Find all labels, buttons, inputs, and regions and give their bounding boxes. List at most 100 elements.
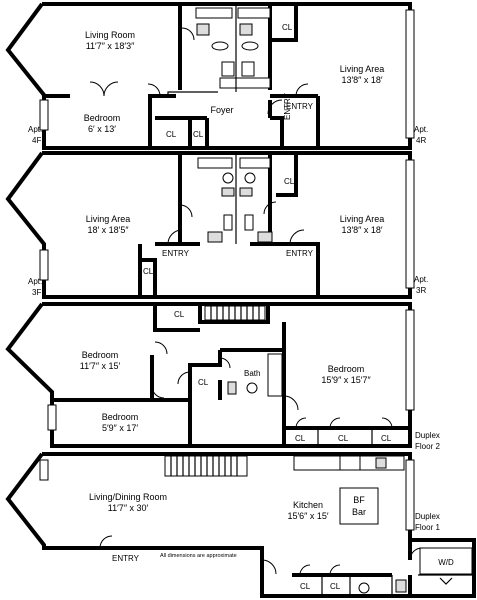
door-swing xyxy=(99,535,113,549)
door-swing xyxy=(151,385,165,399)
room-dims: 18′ x 18′5″ xyxy=(87,225,129,235)
entry-label: ENTRY xyxy=(286,249,314,258)
counter xyxy=(207,231,223,243)
entry-label: ENTRY xyxy=(112,554,140,563)
floor-4: Living Room 11′7″ x 18′3″ Bedroom 6′ x 1… xyxy=(5,2,428,150)
entry-label-vertical: ENTRY xyxy=(283,92,292,120)
window xyxy=(39,99,49,131)
door-swing xyxy=(181,27,195,41)
apt-label: Apt. xyxy=(28,125,42,134)
duplex-floor-2: Bedroom 11′7″ x 15′ Bedroom 5′9″ x 17′ B… xyxy=(5,302,440,451)
floor-d2-wall xyxy=(198,304,270,324)
room-dims: 13′8″ x 18′ xyxy=(341,225,382,235)
closet-label: CL xyxy=(295,434,306,443)
window xyxy=(39,459,49,481)
bar-label: Bar xyxy=(352,507,366,517)
door-swing xyxy=(89,81,119,97)
door-swing xyxy=(263,201,277,215)
door-swing xyxy=(267,99,283,115)
door-swing xyxy=(283,395,299,411)
bathtub xyxy=(195,7,233,19)
entry-label: ENTRY xyxy=(162,249,190,258)
closet-label: CL xyxy=(143,267,154,276)
floor-4-outer-wall xyxy=(5,2,412,150)
bathtub xyxy=(237,7,271,19)
floor-4-wall xyxy=(270,116,284,148)
washer-dryer xyxy=(419,547,473,575)
sink xyxy=(222,172,234,184)
sink xyxy=(246,382,258,394)
wd-label: W/D xyxy=(438,558,454,567)
door-swing xyxy=(295,417,307,429)
closet-label: CL xyxy=(282,23,293,32)
entry-label: ENTRY xyxy=(286,102,314,111)
door-swing xyxy=(329,564,341,576)
room-name: Bedroom xyxy=(328,364,365,374)
duplex-label: Floor 1 xyxy=(415,523,440,532)
room-dims: 6′ x 13′ xyxy=(88,124,116,134)
floor-3-wall xyxy=(250,242,320,297)
stove xyxy=(241,61,255,77)
bathtub xyxy=(239,157,271,169)
floor-4-wall xyxy=(167,91,218,96)
bar-label: BF xyxy=(353,495,365,505)
counter xyxy=(257,231,273,243)
breakfast-bar xyxy=(339,487,379,525)
toilet xyxy=(239,187,253,197)
toilet xyxy=(221,187,235,197)
wd-icon xyxy=(439,577,453,585)
window xyxy=(405,459,415,531)
window xyxy=(405,9,415,139)
room-name: Living Room xyxy=(85,30,135,40)
window xyxy=(405,159,415,289)
sink xyxy=(196,23,210,36)
bath-label: Bath xyxy=(244,369,260,378)
room-name: Bedroom xyxy=(102,412,139,422)
window xyxy=(39,249,49,281)
bathtub xyxy=(267,353,283,397)
room-name: Living Area xyxy=(340,64,385,74)
floor-3-wall xyxy=(276,153,298,197)
closet-label: CL xyxy=(381,434,392,443)
floor-4-wall xyxy=(270,4,298,42)
room-name: Bedroom xyxy=(84,113,121,123)
sink xyxy=(239,23,253,36)
toilet xyxy=(395,579,407,593)
stove xyxy=(339,455,361,471)
floor-3: Living Area 18′ x 18′5″ Living Area 13′8… xyxy=(5,151,428,299)
stairs xyxy=(204,305,266,321)
door-swing xyxy=(167,229,183,245)
door-swing xyxy=(329,417,341,429)
floor-d2-wall xyxy=(188,350,222,400)
room-dims: 11′7″ x 30′ xyxy=(108,503,149,513)
closet-label: CL xyxy=(193,130,204,139)
floor-3-wall xyxy=(140,258,157,297)
closet-label: CL xyxy=(198,378,209,387)
door-swing xyxy=(299,564,311,576)
closet-label: CL xyxy=(338,434,349,443)
floor-d2-wall xyxy=(153,304,200,332)
room-name: Bedroom xyxy=(82,350,119,360)
room-name: Kitchen xyxy=(293,500,323,510)
door-swing xyxy=(289,229,305,245)
window xyxy=(405,309,415,411)
door-swing xyxy=(381,417,393,429)
approximate-note: All dimensions are approximate xyxy=(160,553,237,559)
toilet xyxy=(241,41,259,51)
room-dims: 13′8″ x 18′ xyxy=(341,75,382,85)
room-dims: 15′6″ x 15′ xyxy=(287,511,328,521)
room-dims: 15′9″ x 15′7″ xyxy=(321,375,371,385)
room-name: Living Area xyxy=(86,214,131,224)
apt-label: 3R xyxy=(416,286,426,295)
duplex-label: Duplex xyxy=(415,431,440,440)
stove xyxy=(221,61,235,77)
closet-label: CL xyxy=(330,582,341,591)
door-swing xyxy=(147,83,161,97)
room-name: Living/Dining Room xyxy=(89,492,167,502)
stairs xyxy=(164,455,248,477)
closet-label: CL xyxy=(284,177,295,186)
door-swing xyxy=(409,547,423,561)
apt-label: Apt. xyxy=(28,277,42,286)
stove xyxy=(223,214,233,231)
